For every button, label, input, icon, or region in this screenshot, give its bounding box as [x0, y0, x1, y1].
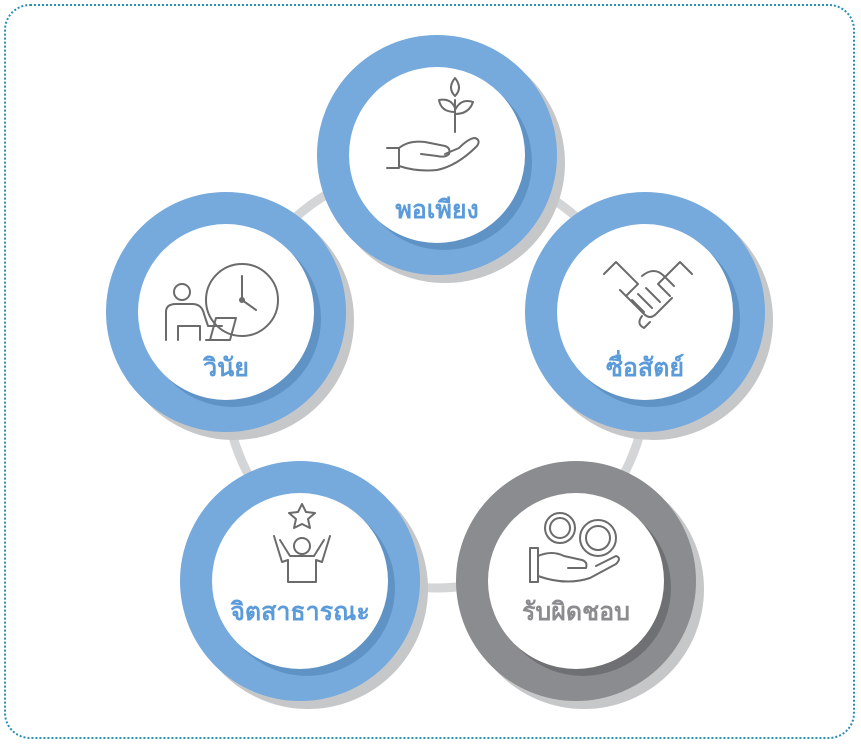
node-label-rapphitchop: รับผิดชอบ [522, 597, 630, 626]
hand-plant-icon [386, 77, 480, 172]
person-clock-icon [165, 263, 279, 341]
diagram-frame [4, 4, 855, 739]
node-label-winai: วินัย [202, 353, 249, 382]
node-chitsatharana: จิตสาธารณะ [180, 461, 428, 709]
hand-gears-icon [529, 512, 620, 583]
node-rapphitchop: รับผิดชอบ [456, 461, 704, 709]
node-label-suesat: ซื่อสัตย์ [606, 350, 684, 382]
node-winai: วินัย [106, 192, 354, 440]
handshake-icon [603, 261, 693, 329]
person-star-icon [273, 503, 331, 583]
node-label-porphiang: พอเพียง [395, 195, 478, 224]
node-porphiang: พอเพียง [317, 35, 565, 283]
node-label-chitsatharana: จิตสาธารณะ [230, 597, 370, 626]
node-suesat: ซื่อสัตย์ [525, 192, 773, 440]
